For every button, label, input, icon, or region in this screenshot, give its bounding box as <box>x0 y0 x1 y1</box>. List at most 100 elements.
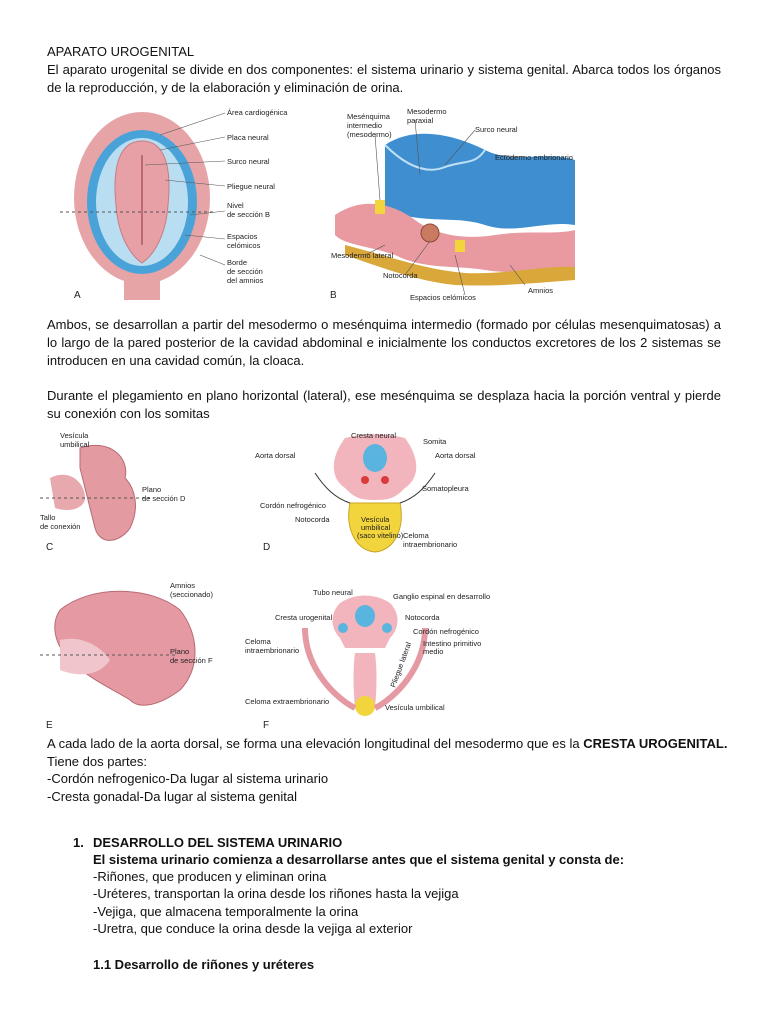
label-amnios-e: Amnios <box>170 581 195 590</box>
yolk-sac-c <box>50 474 85 510</box>
list-item: -Vejiga, que almacena temporalmente la o… <box>93 904 359 919</box>
ectoderm-sheet <box>385 133 575 229</box>
label-celoma-d: Celoma <box>403 531 430 540</box>
label-aorta-dorsal-r: Aorta dorsal <box>435 451 476 460</box>
label-espacios-celomicos: Espacios celómicos <box>410 293 476 302</box>
connecting-stalk <box>124 275 160 300</box>
label-intraembrionario-f: intraembrionario <box>245 646 299 655</box>
figure-d: Cresta neural Somita Aorta dorsal Aorta … <box>255 431 476 553</box>
label-notocorda-d: Notocorda <box>295 515 330 524</box>
label-plano-c: Plano <box>142 485 161 494</box>
figure-letter-f: F <box>263 720 269 731</box>
label-mesodermo-lateral: Mesodermo lateral <box>331 251 393 260</box>
label-espacios: Espacios <box>227 232 258 241</box>
label-surco-neural: Surco neural <box>227 157 270 166</box>
aorta-right <box>381 476 389 484</box>
lateral-fold-left <box>302 627 357 711</box>
arrow-left <box>314 472 351 504</box>
arrow-right <box>399 472 436 504</box>
label-vesicula-c: Vesícula <box>60 431 89 440</box>
cresta-urogenital-term: CRESTA UROGENITAL. <box>583 736 728 751</box>
label-borde: Borde <box>227 258 247 267</box>
label-intestino: Intestino primitivo <box>423 639 481 648</box>
label-celoma-f: Celoma <box>245 637 272 646</box>
section-1-subtitle: El sistema urinario comienza a desarroll… <box>93 852 625 867</box>
label-celomicos: celómicos <box>227 241 261 250</box>
para2-line-3: introducen en una cavidad común, la cloa… <box>47 353 305 368</box>
para3-line-1: Durante el plegamiento en plano horizont… <box>47 388 721 403</box>
figure-b: Mesénquima intermedio (mesodermo) Mesode… <box>330 107 575 302</box>
label-mesenquima: Mesénquima <box>347 112 391 121</box>
subsection-1-1-title: 1.1 Desarrollo de riñones y uréteres <box>93 957 315 972</box>
label-cordon-nefrogenico-f: Cordón nefrogénico <box>413 627 479 636</box>
label-cordon-nefrogenico: Cordón nefrogénico <box>260 501 326 510</box>
label-tubo-neural: Tubo neural <box>313 588 353 597</box>
label-de-seccion: de sección <box>227 267 263 276</box>
label-mesodermo: Mesodermo <box>407 107 447 116</box>
label-notocorda-f: Notocorda <box>405 613 440 622</box>
label-pliegue-neural: Pliegue neural <box>227 182 275 191</box>
label-somatopleura: Somatopleura <box>422 484 470 493</box>
label-seccion-d: de sección D <box>142 494 186 503</box>
list-item: -Uréteres, transportan la orina desde lo… <box>93 886 459 901</box>
label-placa-neural: Placa neural <box>227 133 269 142</box>
label-aorta-dorsal-l: Aorta dorsal <box>255 451 296 460</box>
intermediate-mesoderm-2 <box>455 240 465 252</box>
label-seccion-f: de sección F <box>170 656 213 665</box>
figure-letter-b: B <box>330 290 337 301</box>
figure-letter-a: A <box>74 290 81 301</box>
para4-line-3: -Cordón nefrogenico-Da lugar al sistema … <box>47 771 329 786</box>
yolk-sac-e <box>60 638 110 675</box>
para4-line-4: -Cresta gonadal-Da lugar al sistema geni… <box>47 789 298 804</box>
notochord <box>420 223 440 243</box>
section-1-number: 1. <box>73 835 84 850</box>
intro-line-1: El aparato urogenital se divide en dos c… <box>47 62 721 77</box>
embryo-lateral <box>79 444 136 541</box>
label-mesodermo-paren: (mesodermo) <box>347 130 392 139</box>
label-vesicula-umbilical-f: Vesícula umbilical <box>385 703 445 712</box>
label-seccionado: (seccionado) <box>170 590 213 599</box>
label-cresta-urogenital: Cresta urogenital <box>275 613 332 622</box>
lateral-fold-right <box>373 627 428 711</box>
label-celoma-extra: Celoma extraembrionario <box>245 697 329 706</box>
para3-line-2: su conexión con los somitas <box>47 406 210 421</box>
label-somita: Somita <box>423 437 447 446</box>
ganglion-left <box>338 623 348 633</box>
section-1-title: DESARROLLO DEL SISTEMA URINARIO <box>93 835 343 850</box>
neural-groove-edge <box>384 144 486 171</box>
yolk-sac-d <box>348 502 402 553</box>
label-notocorda-b: Notocorda <box>383 271 418 280</box>
document-title: APARATO UROGENITAL <box>47 44 195 59</box>
label-plano-e: Plano <box>170 647 189 656</box>
label-intermedio: intermedio <box>347 121 382 130</box>
ganglion-right <box>382 623 392 633</box>
label-amnios-b: Amnios <box>528 286 553 295</box>
label-paraxial: paraxial <box>407 116 434 125</box>
para2-line-2: lo largo de la pared posterior de la cav… <box>47 335 721 350</box>
figure-letter-c: C <box>46 542 53 553</box>
label-del-amnios: del amnios <box>227 276 264 285</box>
label-umbilical-c: umbilical <box>60 440 90 449</box>
figure-letter-e: E <box>46 720 53 731</box>
label-ganglio-espinal: Ganglio espinal en desarrollo <box>393 592 490 601</box>
figure-letter-d: D <box>263 542 270 553</box>
label-cresta-neural: Cresta neural <box>351 431 396 440</box>
label-surco-neural-b: Surco neural <box>475 125 518 134</box>
neural-tube-d <box>363 444 387 472</box>
neural-tube-f <box>355 605 375 627</box>
label-nivel: Nivel <box>227 201 244 210</box>
aorta-left <box>361 476 369 484</box>
label-area-cardiogenica: Área cardiogénica <box>227 108 288 117</box>
figure-a-leaders <box>144 112 226 266</box>
figure-f: Tubo neural Ganglio espinal en desarroll… <box>245 588 490 731</box>
intro-line-2: de la reproducción, y de la elaboración … <box>47 80 404 95</box>
label-tallo: Tallo <box>40 513 55 522</box>
para4-text: A cada lado de la aorta dorsal, se forma… <box>47 736 580 751</box>
intermediate-mesoderm <box>375 200 385 214</box>
figure-a: Área cardiogénica Placa neural Surco neu… <box>60 108 288 301</box>
figure-e: Amnios (seccionado) Plano de sección F E <box>40 581 213 731</box>
para2-line-1: Ambos, se desarrollan a partir del mesod… <box>47 317 721 332</box>
label-conexion: de conexión <box>40 522 80 531</box>
para4-line-2: Tiene dos partes: <box>47 754 147 769</box>
